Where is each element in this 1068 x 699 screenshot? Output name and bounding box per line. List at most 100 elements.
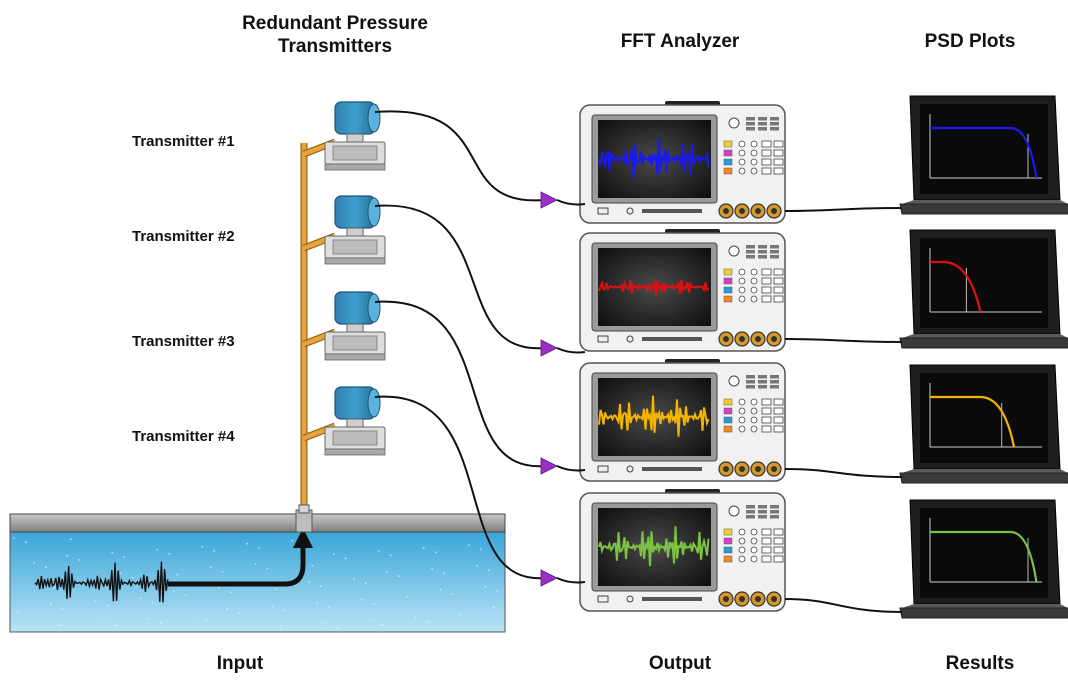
analyzer-key bbox=[773, 167, 784, 175]
water-sparkle bbox=[201, 545, 204, 548]
water-sparkle bbox=[238, 612, 240, 614]
water-sparkle bbox=[336, 626, 339, 629]
analyzer-dial bbox=[750, 398, 758, 406]
analyzer-key bbox=[773, 416, 784, 424]
transmitters-header-line2: Transmitters bbox=[277, 36, 393, 57]
water-sparkle bbox=[353, 578, 355, 580]
laptop-3 bbox=[899, 364, 1068, 484]
signal-cable-1 bbox=[374, 110, 546, 202]
analyzer-input-lead bbox=[556, 199, 586, 206]
transmitter-neck bbox=[346, 418, 364, 428]
water-sparkle bbox=[139, 597, 142, 600]
analyzer-bnc-core bbox=[739, 596, 745, 602]
analyzer-key bbox=[773, 286, 784, 294]
pressure-transmitter bbox=[324, 386, 386, 456]
input-arrow-head bbox=[293, 528, 313, 548]
water-sparkle bbox=[308, 581, 310, 583]
analyzer-dial bbox=[750, 528, 758, 536]
analyzer-button bbox=[770, 505, 779, 509]
analyzer-bnc-core bbox=[755, 596, 761, 602]
analyzer-button bbox=[758, 255, 767, 259]
analyzer-key bbox=[773, 407, 784, 415]
transmitter-1-label: Transmitter #1 bbox=[132, 133, 235, 150]
water-sparkle bbox=[151, 601, 154, 604]
input-arrow-line bbox=[168, 545, 306, 587]
analyzer-slot bbox=[642, 467, 702, 471]
water-sparkle bbox=[168, 553, 171, 555]
laptop-base bbox=[899, 337, 1068, 349]
analyzer-dial bbox=[750, 167, 758, 175]
analyzer-channel-button bbox=[723, 398, 733, 406]
water-sparkle bbox=[311, 564, 314, 567]
data-cable-2 bbox=[784, 338, 903, 343]
analyzer-dial bbox=[738, 158, 746, 166]
transmitter-base bbox=[324, 353, 386, 361]
analyzer-button bbox=[770, 510, 779, 514]
analyzer-dial bbox=[750, 149, 758, 157]
analyzer-key bbox=[773, 149, 784, 157]
analyzer-key bbox=[773, 398, 784, 406]
laptop-screen bbox=[920, 238, 1048, 328]
analyzer-button bbox=[746, 117, 755, 121]
analyzer-button bbox=[770, 375, 779, 379]
laptop-screen bbox=[920, 508, 1048, 598]
water-sparkle bbox=[369, 619, 372, 622]
data-cable-3 bbox=[784, 468, 903, 478]
laptop-base bbox=[899, 607, 1068, 619]
analyzer-bnc-core bbox=[739, 466, 745, 472]
analyzer-knob bbox=[728, 505, 740, 517]
analyzer-button bbox=[746, 505, 755, 509]
water-sparkle bbox=[364, 582, 367, 585]
water-sparkle bbox=[254, 563, 257, 566]
analyzer-led bbox=[626, 595, 634, 603]
analyzer-slot bbox=[642, 597, 702, 601]
analyzer-input-lead bbox=[556, 577, 586, 584]
transmitter-neck bbox=[346, 227, 364, 237]
analyzer-channel-button bbox=[723, 537, 733, 545]
analyzer-button bbox=[746, 122, 755, 126]
analyzer-dial bbox=[738, 277, 746, 285]
water-sparkle bbox=[377, 550, 380, 553]
water-sparkle bbox=[184, 594, 187, 597]
water-sparkle bbox=[58, 624, 60, 626]
analyzer-key bbox=[761, 149, 772, 157]
analyzer-button bbox=[758, 385, 767, 389]
fft-analyzer-2 bbox=[579, 229, 786, 352]
analyzer-dial bbox=[738, 149, 746, 157]
analyzer-slot bbox=[642, 337, 702, 341]
analyzer-button bbox=[746, 245, 755, 249]
analyzer-channel-button bbox=[723, 158, 733, 166]
analyzer-dial bbox=[750, 277, 758, 285]
analyzer-dial bbox=[750, 407, 758, 415]
water-sparkle bbox=[246, 542, 249, 545]
water-sparkle bbox=[266, 567, 269, 570]
analyzer-button bbox=[770, 255, 779, 259]
analyzer-bnc-core bbox=[755, 466, 761, 472]
analyzer-button bbox=[746, 515, 755, 519]
water-sparkle bbox=[156, 548, 159, 551]
laptop-2 bbox=[899, 229, 1068, 349]
pressure-transmitter bbox=[324, 291, 386, 361]
analyzer-key bbox=[761, 537, 772, 545]
laptop-base bbox=[899, 472, 1068, 484]
water-sparkle bbox=[45, 566, 47, 568]
analyzer-button bbox=[770, 122, 779, 126]
laptop-screen bbox=[920, 373, 1048, 463]
water-sparkle bbox=[361, 598, 364, 601]
data-cable-1 bbox=[784, 207, 903, 212]
water-sparkle bbox=[459, 613, 462, 616]
water-sparkle bbox=[319, 585, 322, 588]
analyzer-button bbox=[746, 127, 755, 131]
analyzer-dial bbox=[738, 407, 746, 415]
water-sparkle bbox=[496, 589, 499, 592]
fft-analyzer-4 bbox=[579, 489, 786, 612]
analyzer-dial bbox=[738, 528, 746, 536]
water-sparkle bbox=[291, 539, 294, 542]
analyzer-dial bbox=[738, 546, 746, 554]
water-sparkle bbox=[328, 606, 330, 608]
transmitter-cap bbox=[367, 103, 381, 133]
laptop-screen bbox=[920, 104, 1048, 194]
analyzer-dial bbox=[750, 268, 758, 276]
analyzer-key bbox=[773, 277, 784, 285]
